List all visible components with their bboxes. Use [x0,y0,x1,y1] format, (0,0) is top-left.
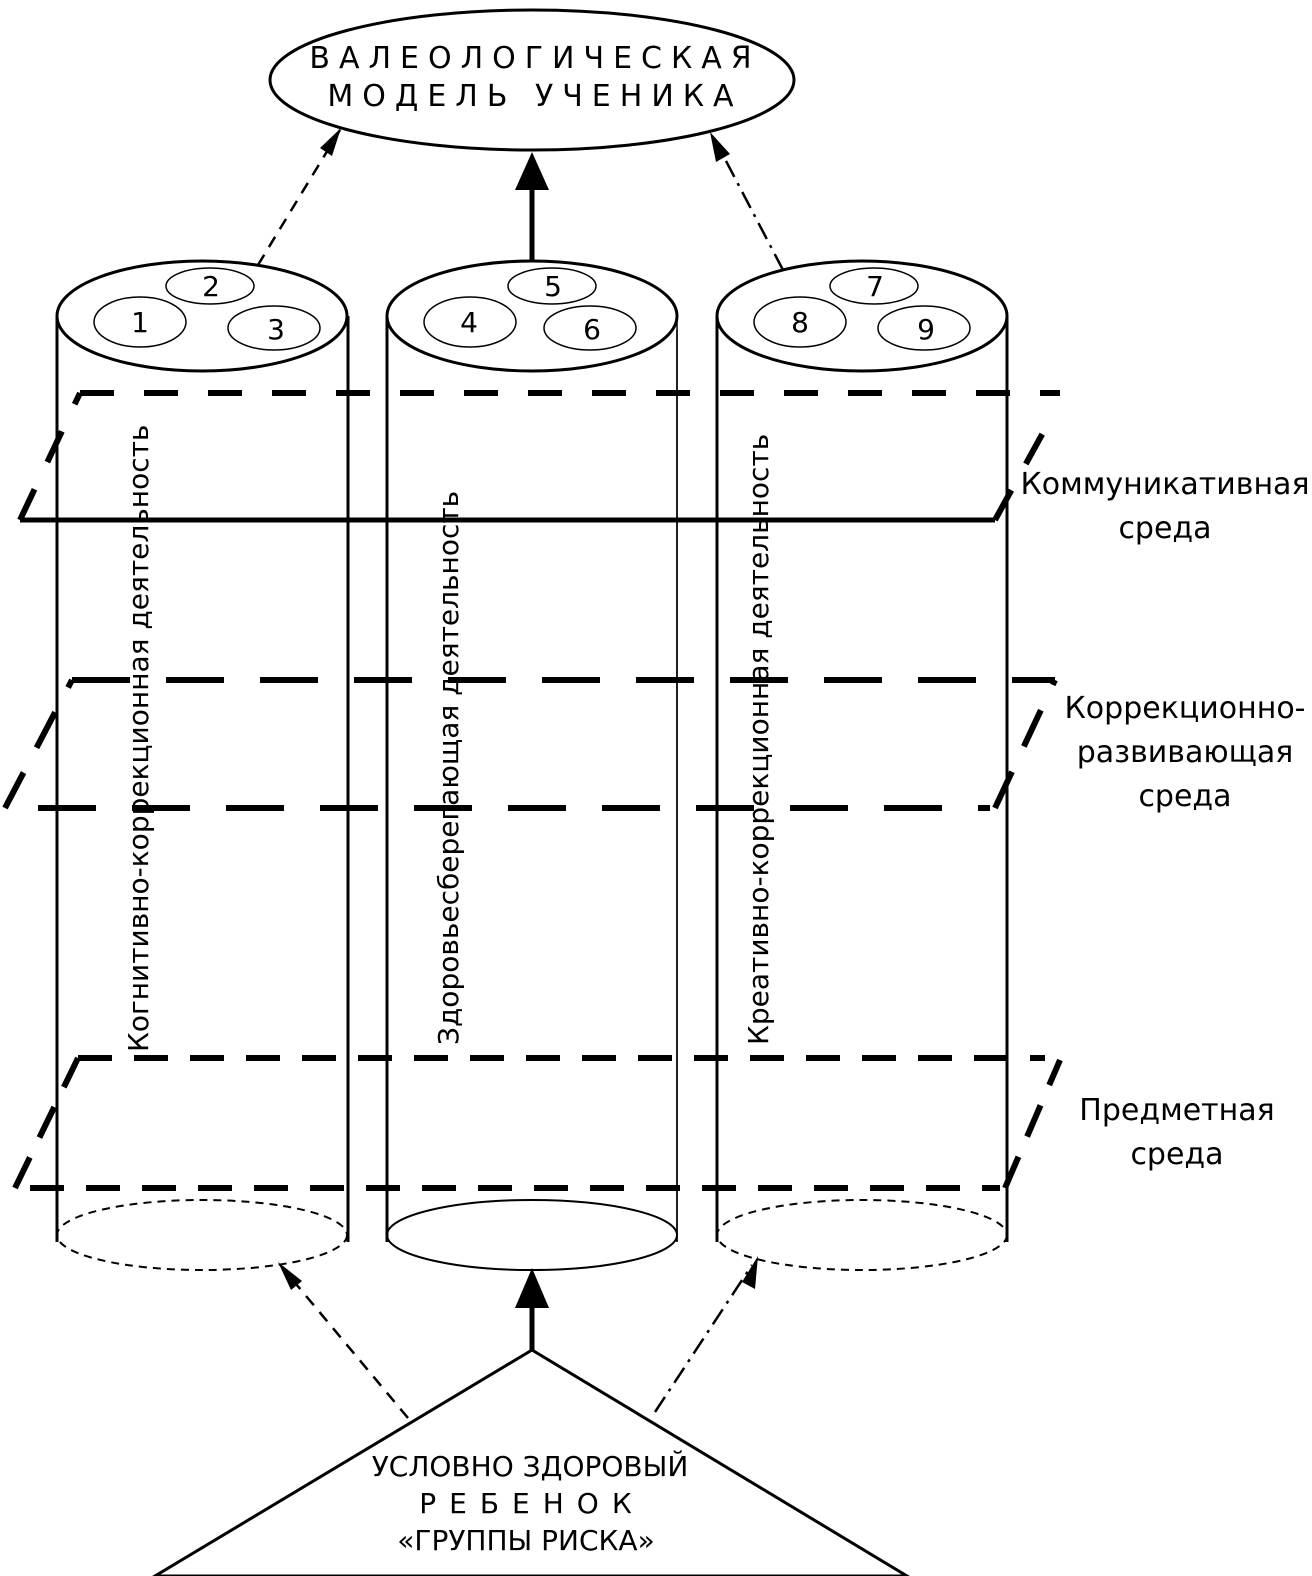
column-1-number-2: 2 [202,270,220,303]
column-3-number-8: 8 [791,306,809,339]
child-line2: РЕБЕНОК [419,1487,644,1520]
column-3-base [716,1199,1008,1271]
arrow-child-to-column-2-head [515,1268,549,1308]
arrow-left-to-goal [256,129,342,266]
column-1-base [56,1199,348,1271]
env-correction-line2: развивающая [1077,735,1294,770]
column-1-cylinder: 1 2 3 [55,259,350,1271]
column-2-cylinder: 4 5 6 [385,259,679,1271]
child-triangle: УСЛОВНО ЗДОРОВЫЙ РЕБЕНОК «ГРУППЫ РИСКА» [152,1348,910,1576]
column-2-label: Здоровьесберегающая деятельность [432,491,465,1045]
env-correction-line3: среда [1138,779,1231,814]
column-3-number-9: 9 [917,313,935,346]
column-walls-overlay [55,330,1009,1242]
child-line1: УСЛОВНО ЗДОРОВЫЙ [372,1449,689,1483]
column-3-label: Креативно-коррекционная деятельность [742,434,775,1045]
arrow-center-to-goal-head [515,152,549,190]
plane-communicative [17,390,1060,523]
arrow-left-to-goal-head [320,128,341,156]
arrow-child-to-column-3 [653,1264,754,1413]
env-subject-line1: Предметная [1079,1093,1274,1128]
arrow-child-to-column-3-head [742,1256,758,1289]
goal-title-line1: ВАЛЕОЛОГИЧЕСКАЯ [309,41,760,76]
arrow-child-to-column-1 [285,1271,409,1419]
column-2-number-4: 4 [460,306,478,339]
env-communicative-line2: среда [1118,511,1211,546]
column-2-number-6: 6 [583,313,601,346]
goal-title-line2: МОДЕЛЬ УЧЕНИКА [327,79,742,114]
arrow-right-to-goal-head [710,132,730,162]
column-1-label: Когнитивно-коррекционная деятельность [122,425,155,1052]
env-communicative-line1: Коммуникативная [1021,467,1310,502]
plane-subject [12,1055,1063,1191]
column-1-number-3: 3 [267,313,285,346]
child-line3: «ГРУППЫ РИСКА» [397,1524,654,1557]
column-2-base [386,1199,678,1271]
column-3-number-7: 7 [866,270,884,303]
env-subject-line2: среда [1130,1137,1223,1172]
plane-correction-developing [2,677,1058,811]
arrow-right-to-goal [712,137,785,271]
env-correction-line1: Коррекционно- [1065,691,1306,726]
column-2-number-5: 5 [544,270,562,303]
goal-ellipse: ВАЛЕОЛОГИЧЕСКАЯ МОДЕЛЬ УЧЕНИКА [268,8,796,152]
arrow-child-to-column-1-head [278,1262,302,1290]
column-1-number-1: 1 [131,306,149,339]
